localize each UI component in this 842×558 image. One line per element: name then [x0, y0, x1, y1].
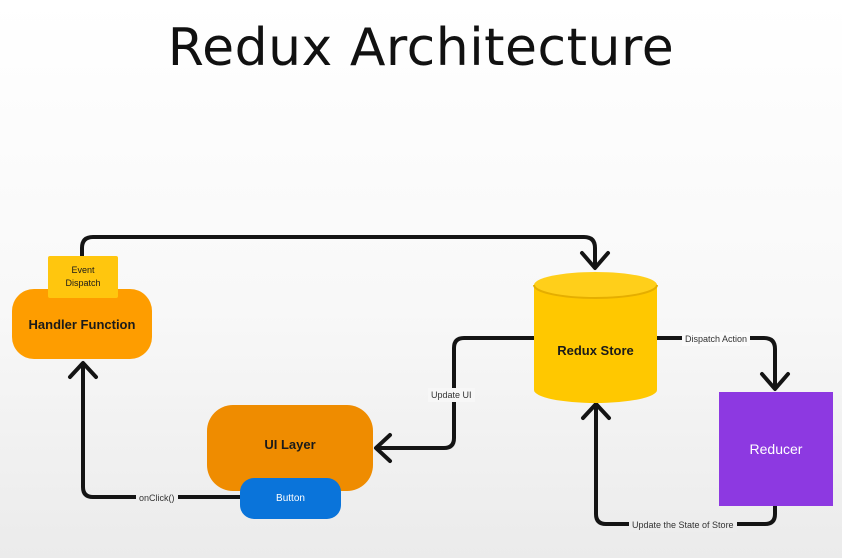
event-dispatch-line1: Event — [71, 265, 95, 275]
event-dispatch-line2: Dispatch — [65, 278, 101, 288]
redux-store-cylinder — [533, 272, 658, 404]
reducer-label: Reducer — [749, 441, 803, 457]
reducer-node: Reducer — [719, 392, 833, 506]
ui-layer-label: UI Layer — [264, 436, 316, 452]
update-state-label: Update the State of Store — [629, 518, 737, 532]
ui-layer-node: UI Layer — [207, 405, 373, 491]
dispatch-action-label: Dispatch Action — [682, 332, 751, 346]
arrowhead-reducer — [760, 372, 790, 391]
button-node: Button — [240, 478, 341, 519]
arrow-store-to-reducer — [655, 336, 777, 388]
arrowhead-store-bottom — [581, 402, 611, 420]
arrowhead-ui — [374, 433, 392, 463]
arrow-event-to-store — [80, 235, 597, 268]
handler-function-node: Handler Function — [12, 289, 152, 359]
redux-store-node: Redux Store — [534, 335, 657, 365]
arrow-button-to-handler — [81, 362, 242, 499]
handler-function-label: Handler Function — [28, 316, 136, 332]
arrowhead-store-top — [580, 251, 610, 270]
button-label: Button — [276, 493, 305, 504]
update-ui-label: Update UI — [428, 388, 475, 402]
redux-store-label: Redux Store — [557, 342, 634, 358]
page-title: Redux Architecture — [167, 18, 675, 78]
event-dispatch-node: Event Dispatch — [48, 256, 118, 298]
arrowhead-handler — [68, 361, 98, 379]
onclick-label: onClick() — [136, 491, 178, 505]
